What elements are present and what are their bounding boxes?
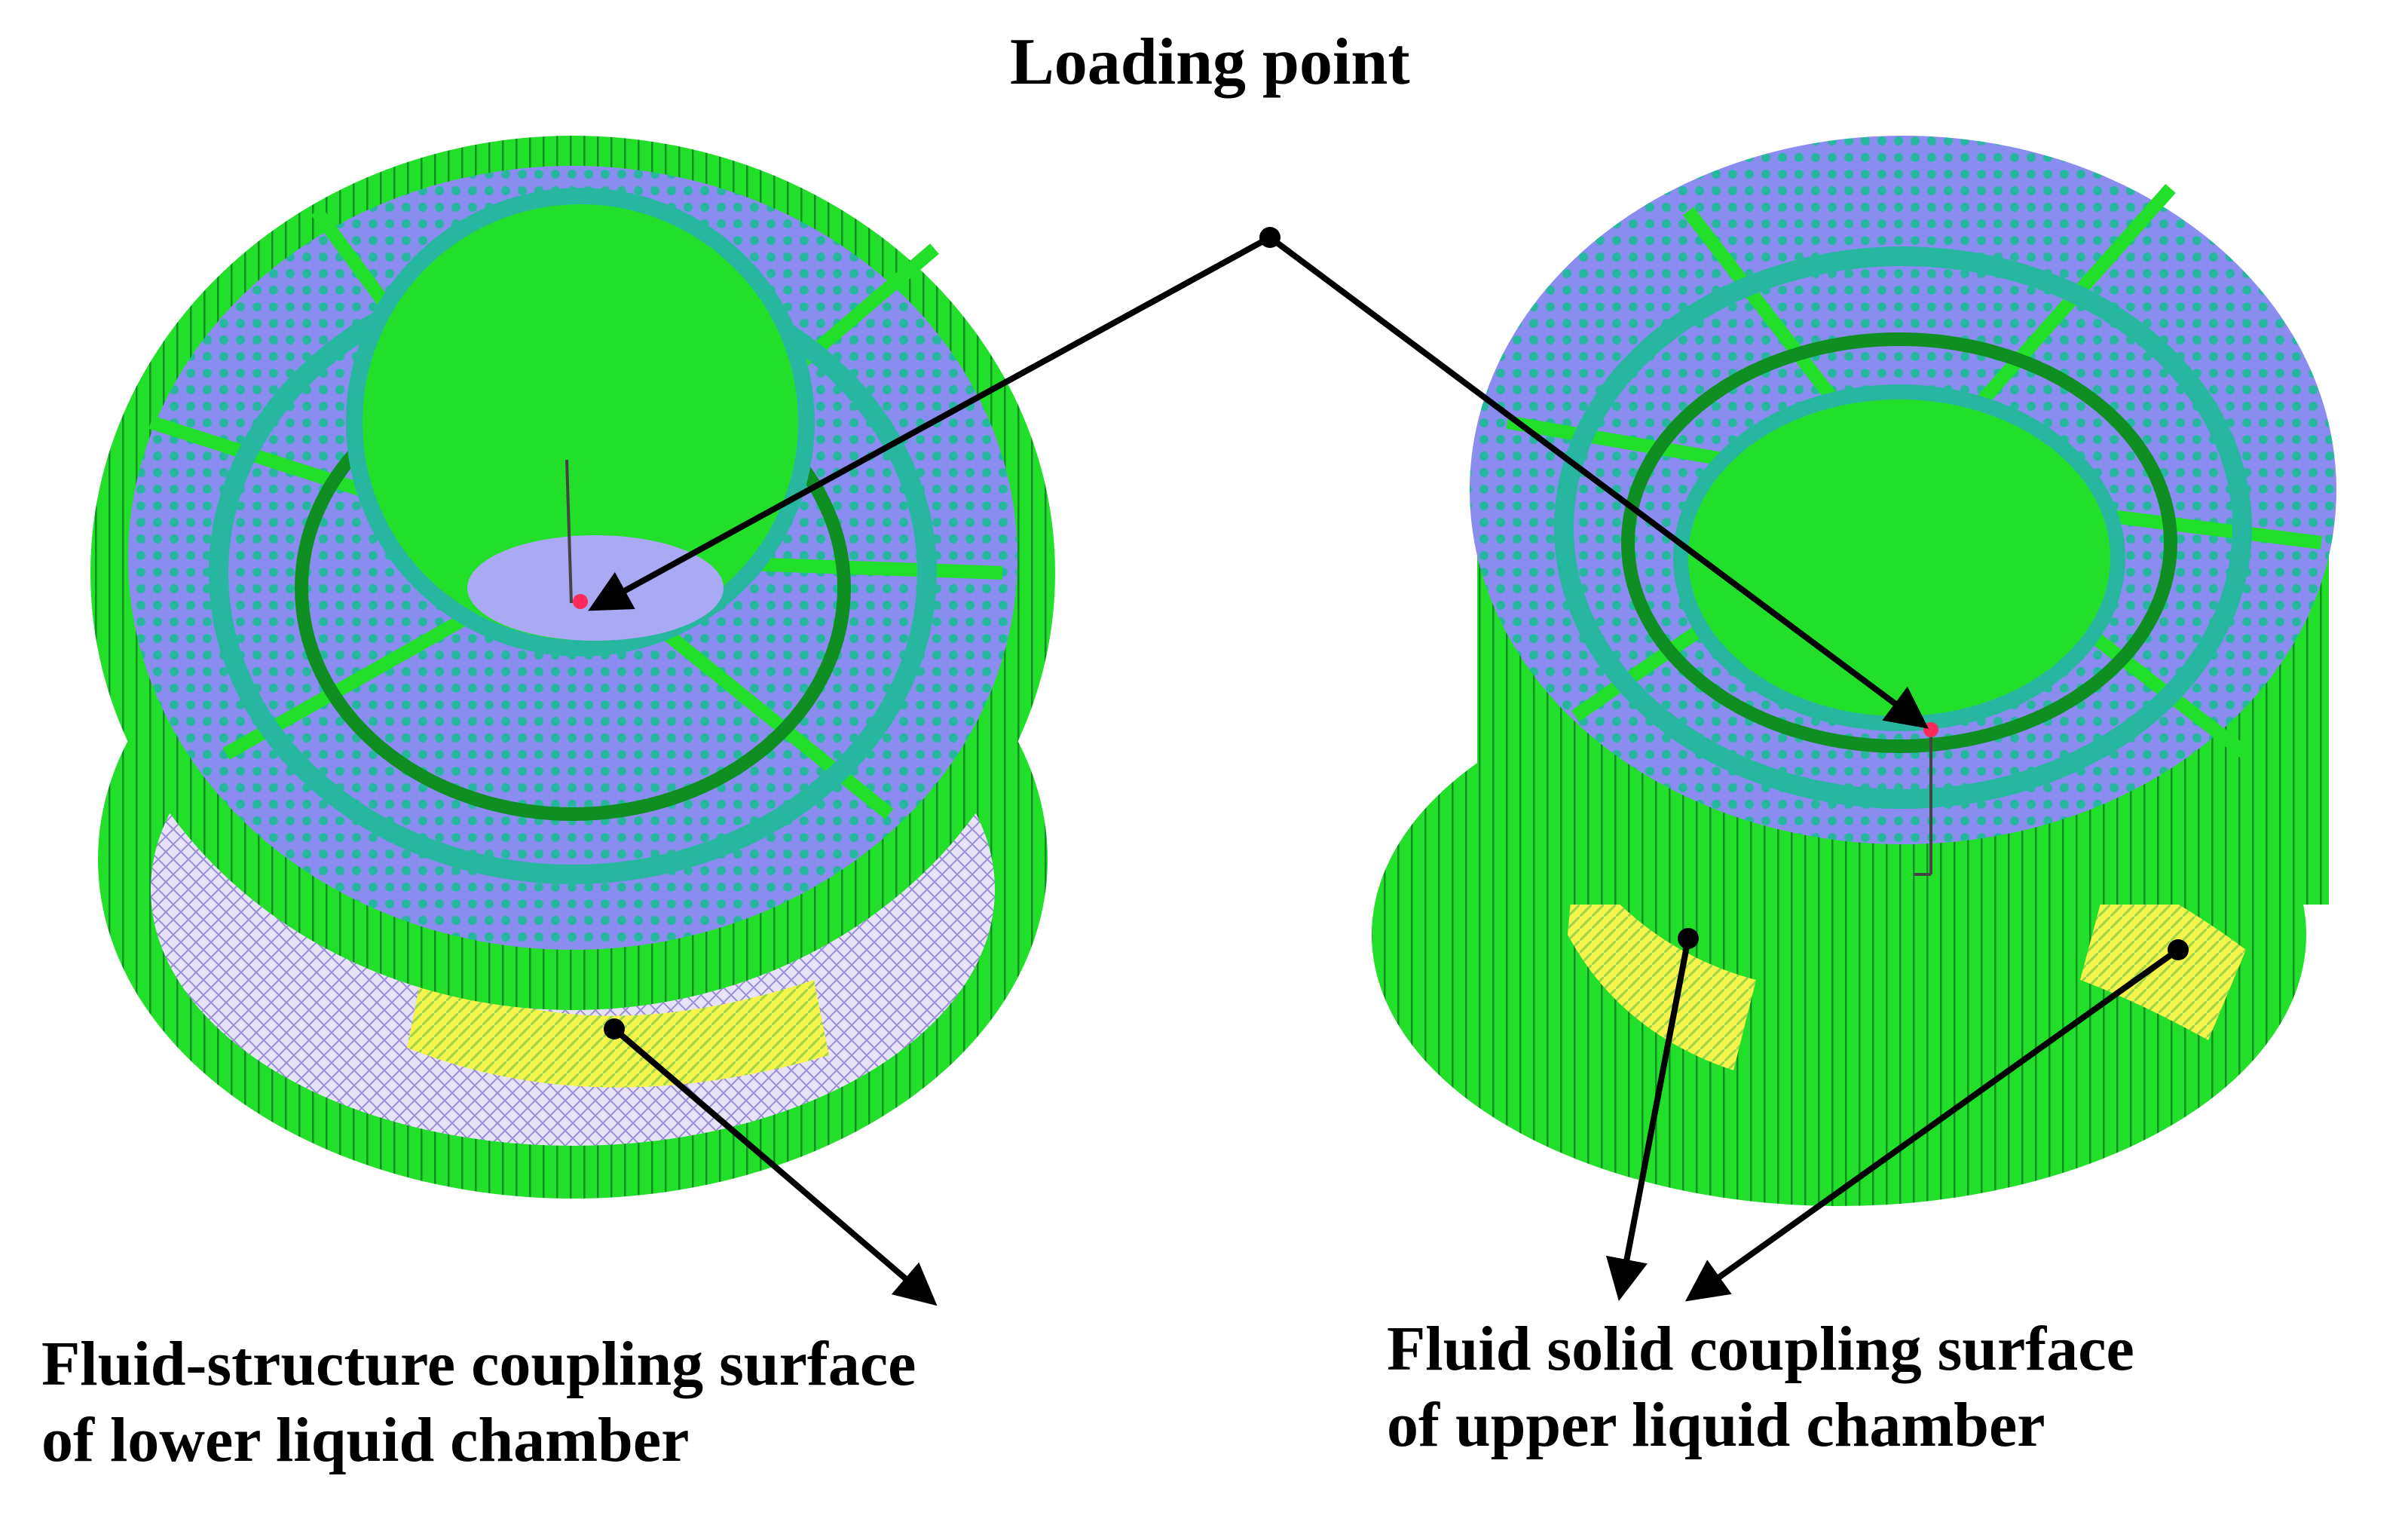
callout-arrows [588, 227, 2189, 1306]
lower-chamber-arrow [612, 1026, 938, 1306]
upper-chamber-arrow-right [1684, 947, 2180, 1302]
upper-chamber-label-line2: of upper liquid chamber [1387, 1389, 2045, 1460]
right-coupling-surface-right [2080, 867, 2246, 1040]
right-mount-model [1372, 136, 2336, 1206]
left-cup-floor [467, 535, 724, 641]
right-ring-outer [1554, 246, 2252, 809]
upper-chamber-arrow-left [1605, 938, 1691, 1302]
left-loading-point-marker [573, 594, 588, 609]
right-inner-cup [1673, 384, 2125, 731]
right-loading-point-marker [1923, 722, 1938, 737]
upper-chamber-label-line1: Fluid solid coupling surface [1387, 1314, 2134, 1384]
upper-chamber-label: Fluid solid coupling surface of upper li… [1387, 1312, 2134, 1464]
loading-point-label: Loading point [1010, 26, 1410, 99]
right-coupling-surface-left [1568, 852, 1756, 1070]
loading-arrow-right [1268, 234, 1929, 729]
lower-chamber-label: Fluid-structure coupling surface of lowe… [41, 1327, 916, 1479]
lower-chamber-label-line2: of lower liquid chamber [41, 1404, 690, 1475]
right-ring-mid [1621, 332, 2177, 753]
left-mount-model [90, 136, 1055, 1199]
left-inner-cup [346, 188, 815, 657]
lower-chamber-label-line1: Fluid-structure coupling surface [41, 1329, 916, 1399]
loading-arrow-left [588, 234, 1271, 611]
left-load-vector [565, 459, 573, 604]
